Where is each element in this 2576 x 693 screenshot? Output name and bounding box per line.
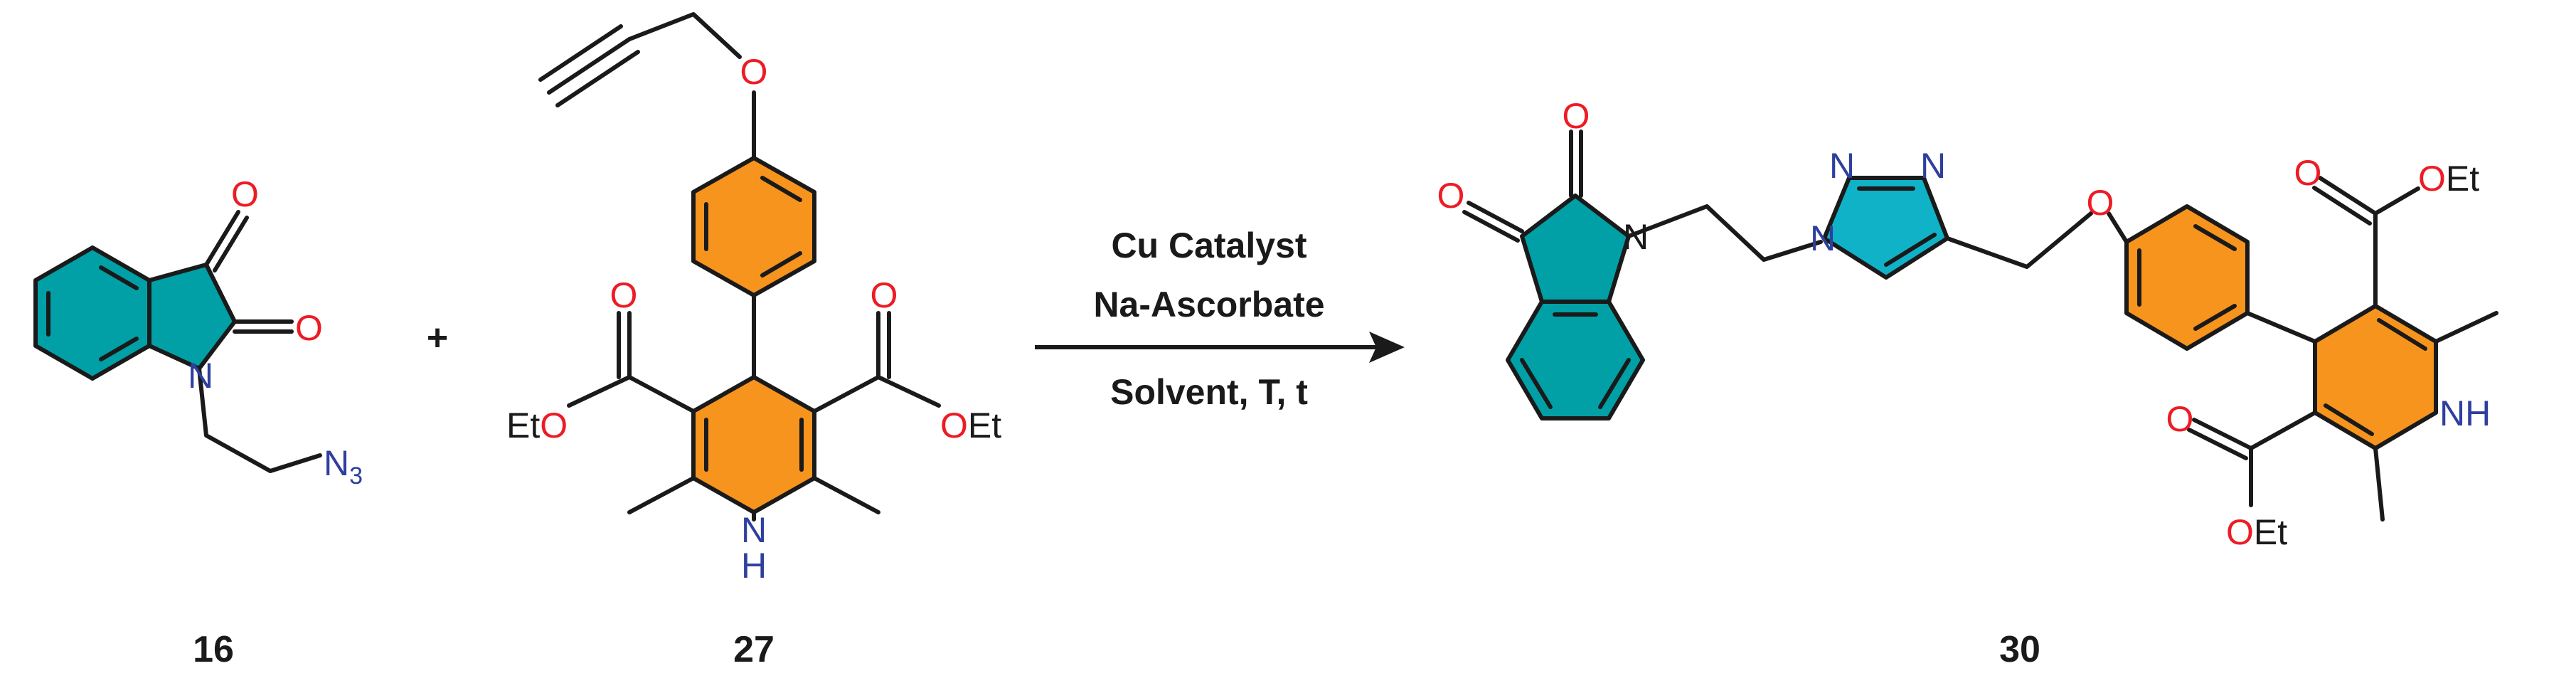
compound-16-azide: N3 — [324, 443, 363, 490]
compound-30-bottom-carbonyl-oxygen: O — [2166, 399, 2194, 439]
compound-16-oxygen-right: O — [295, 308, 323, 348]
isatin-benzene-ring-30 — [1508, 302, 1643, 418]
compound-27-nh-nitrogen: N — [741, 510, 767, 550]
compound-27-phenyl-ring — [693, 158, 814, 295]
isatin-five-ring-16 — [149, 265, 235, 369]
compound-27-dihydropyridine-ring — [693, 377, 814, 512]
isatin-benzene-ring-16 — [36, 248, 149, 379]
compound-27-right-carbonyl-oxygen: O — [871, 275, 898, 315]
reaction-condition-reductant: Na-Ascorbate — [1093, 285, 1324, 324]
compound-16-structure: O O N N3 — [33, 174, 363, 490]
compound-27-structure: O O EtO O OEt N H — [506, 12, 1001, 586]
compound-30-triazole-n2: N — [1920, 146, 1946, 186]
compound-30-bottom-ethoxy: OEt — [2226, 512, 2287, 552]
compound-label-30: 30 — [1999, 629, 2040, 670]
compound-27-nh-hydrogen: H — [741, 546, 767, 586]
isatin-five-ring-30 — [1522, 196, 1629, 302]
compound-16-nitrogen: N — [188, 356, 213, 396]
compound-16-oxygen-top: O — [231, 174, 259, 214]
compound-30-nh: NH — [2439, 393, 2491, 433]
compound-30-ether-oxygen: O — [2087, 183, 2114, 223]
compound-30-isatin-oxygen-left: O — [1437, 176, 1465, 216]
compound-27-left-carbonyl-oxygen: O — [610, 275, 638, 315]
compound-30-triazole-n3: N — [1810, 218, 1836, 258]
compound-label-27: 27 — [733, 629, 775, 670]
compound-30-isatin-oxygen-top: O — [1563, 96, 1590, 136]
compound-30-top-carbonyl-oxygen: O — [2294, 153, 2322, 193]
compound-30-structure: O O N N N N O O OEt NH O OEt — [1437, 96, 2498, 552]
compound-30-dihydropyridine-ring — [2315, 306, 2436, 448]
compound-30-triazole-n1: N — [1829, 146, 1855, 186]
compound-27-ether-oxygen: O — [740, 52, 768, 92]
compound-30-isatin-nitrogen: N — [1623, 217, 1649, 257]
compound-27-right-ethoxy: OEt — [940, 406, 1001, 445]
reaction-condition-solvent: Solvent, T, t — [1110, 372, 1308, 412]
reaction-condition-catalyst: Cu Catalyst — [1111, 226, 1306, 265]
compound-label-16: 16 — [193, 629, 234, 670]
arrow-head — [1369, 332, 1405, 363]
compound-27-left-ethoxy: EtO — [506, 406, 568, 445]
triazole-ring — [1824, 178, 1947, 277]
plus-sign: + — [427, 317, 448, 359]
compound-30-top-ethoxy: OEt — [2418, 159, 2479, 199]
compound-30-phenyl-ring — [2127, 206, 2247, 349]
reaction-arrow — [1035, 332, 1405, 363]
